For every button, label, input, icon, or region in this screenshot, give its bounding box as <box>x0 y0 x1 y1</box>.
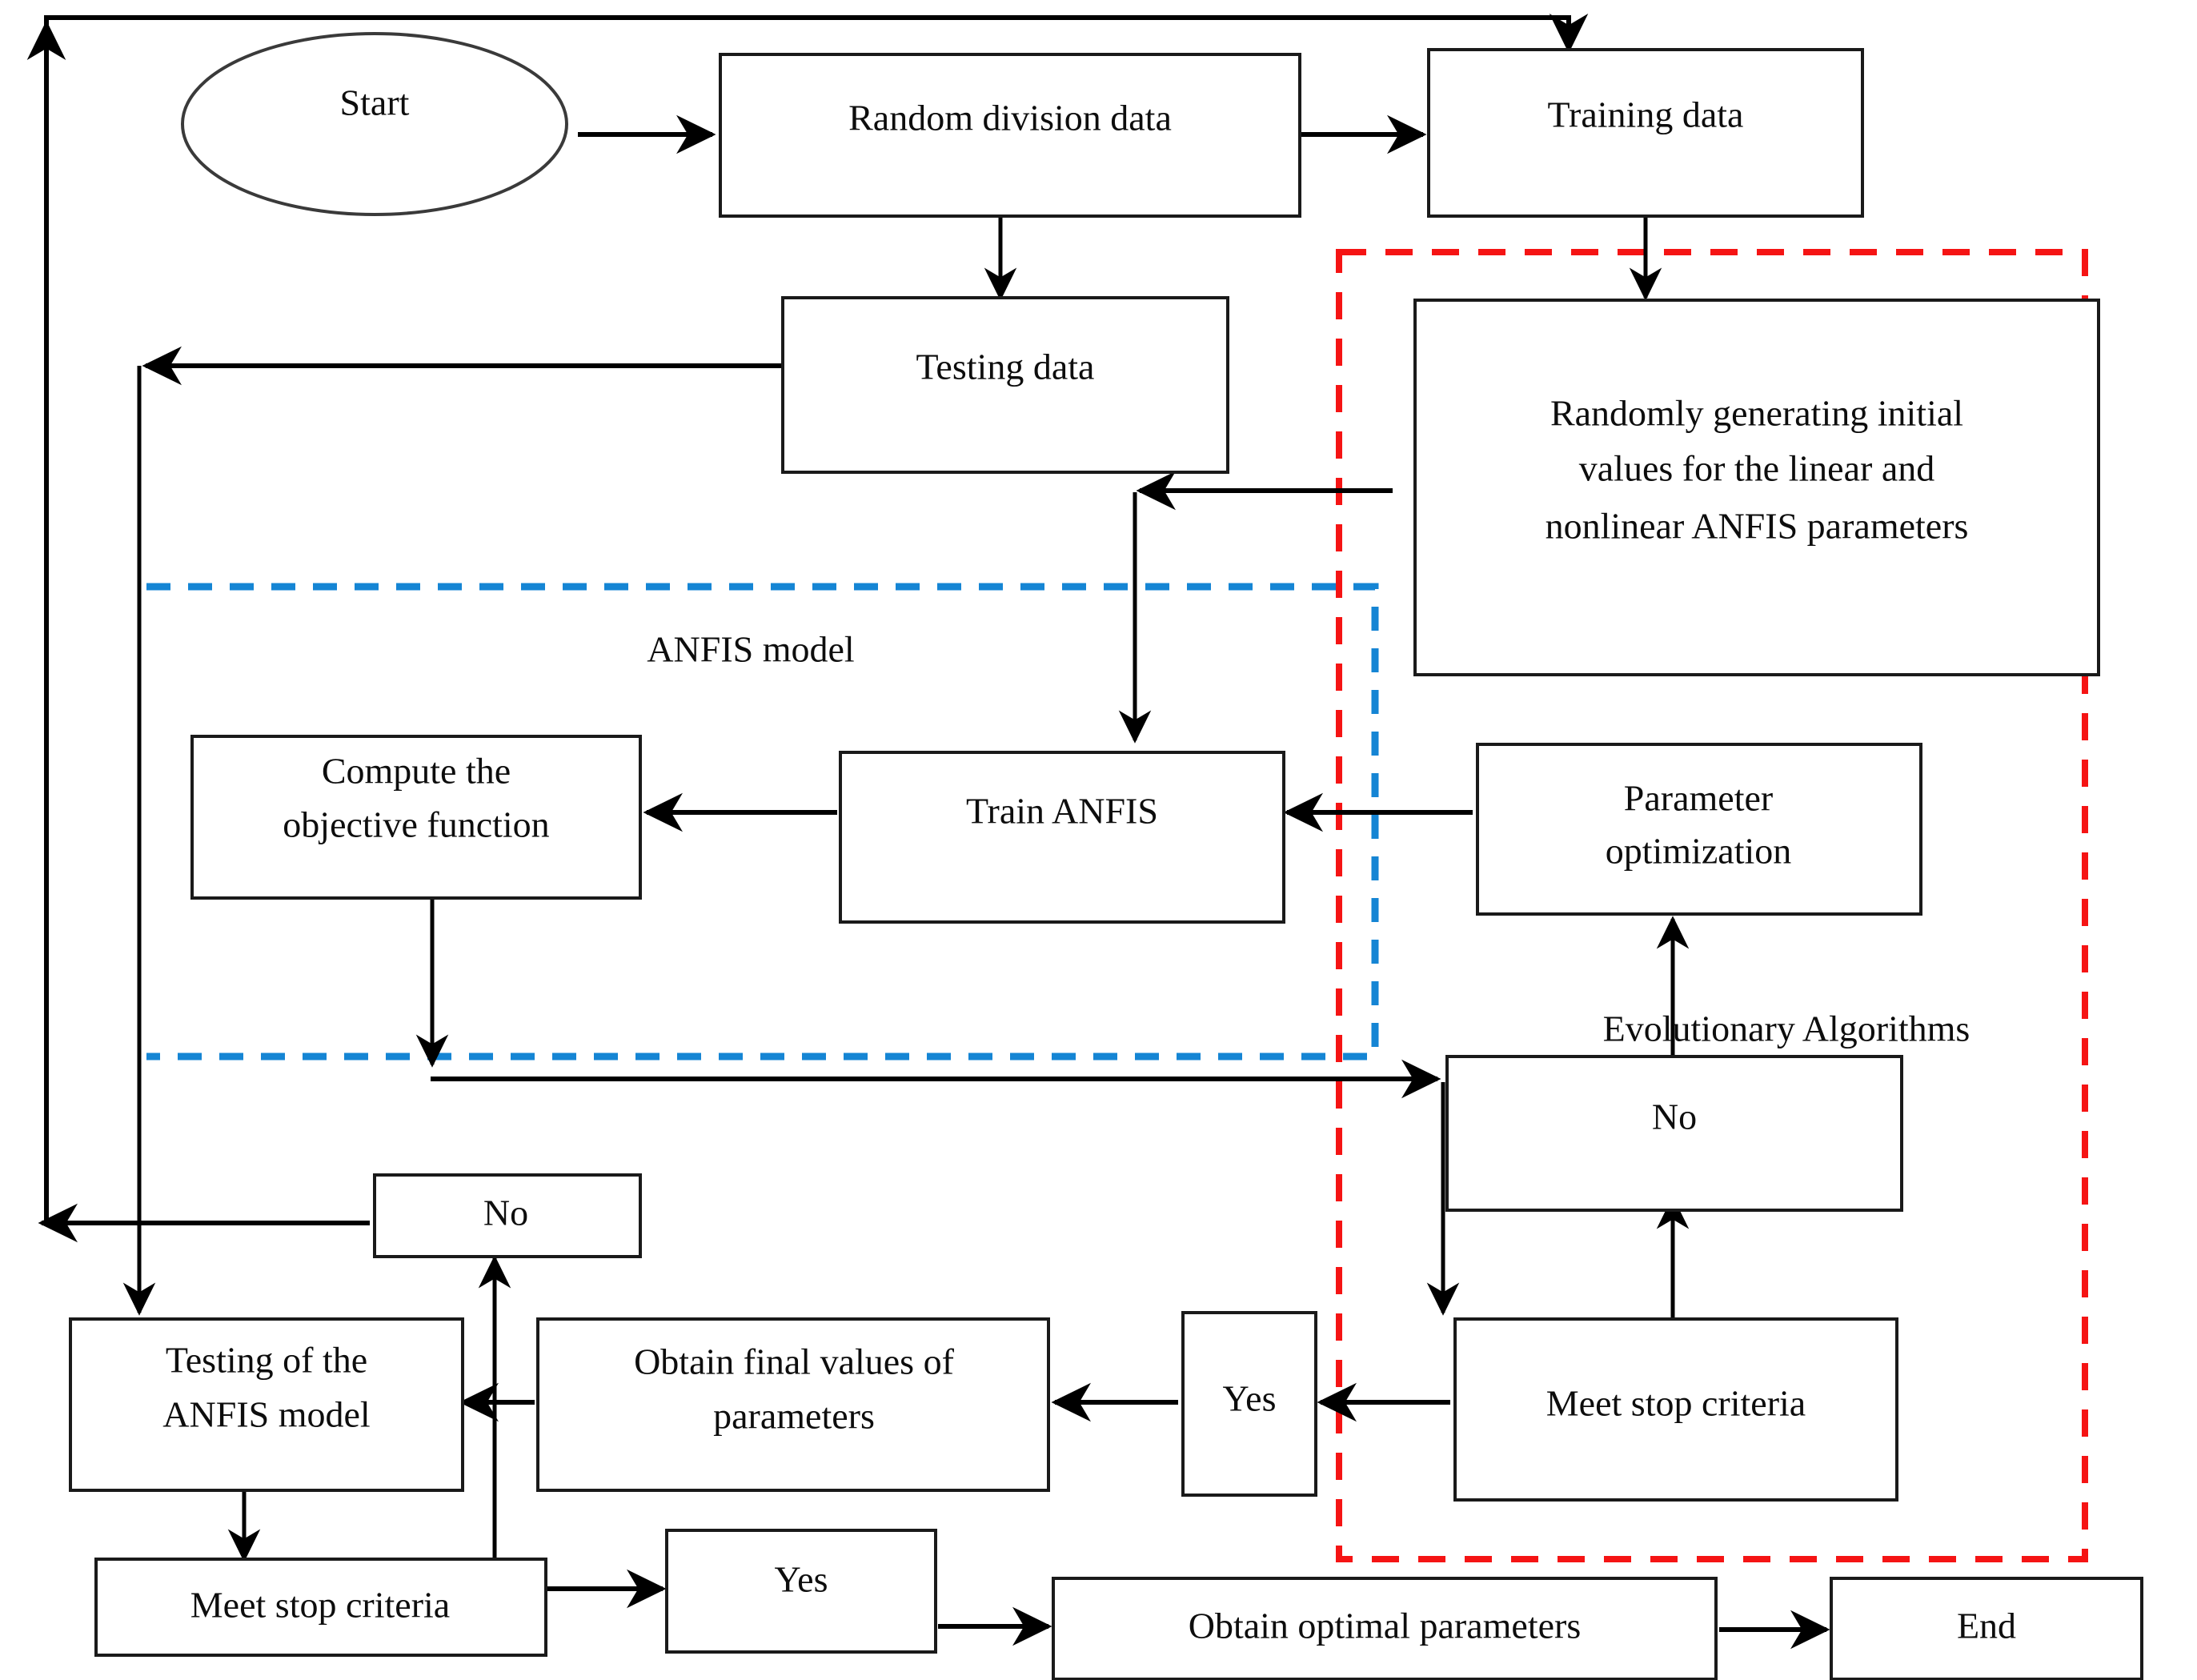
evolutionary-algorithms-region <box>1336 249 2088 1562</box>
node-random-init-label-line2: values for the linear and <box>1579 448 1934 489</box>
region-label-evolutionary-algorithms: Evolutionary Algorithms <box>1603 1008 1970 1049</box>
node-no-left[interactable] <box>373 1173 642 1258</box>
node-no-right-label: No <box>1652 1097 1697 1137</box>
node-train-anfis[interactable] <box>839 751 1285 924</box>
node-testing-anfis-model-label-line2: ANFIS model <box>162 1394 370 1435</box>
node-train-anfis-label: Train ANFIS <box>966 791 1158 832</box>
node-yes-bottom[interactable] <box>665 1529 937 1654</box>
node-no-right[interactable] <box>1445 1055 1903 1212</box>
node-no-left-label: No <box>483 1193 528 1233</box>
node-obtain-final-values-label-line1: Obtain final values of <box>634 1341 955 1382</box>
node-training-data[interactable] <box>1427 48 1864 218</box>
node-yes-right[interactable] <box>1181 1311 1317 1497</box>
region-label-anfis-model: ANFIS model <box>647 629 854 670</box>
node-yes-right-label: Yes <box>1223 1378 1277 1419</box>
node-compute-objective-label-line1: Compute the <box>322 751 511 792</box>
node-random-init-label-line3: nonlinear ANFIS parameters <box>1546 506 1969 547</box>
node-testing-anfis-model[interactable] <box>69 1317 464 1492</box>
node-start-label: Start <box>340 82 410 123</box>
node-obtain-optimal-parameters-label: Obtain optimal parameters <box>1189 1606 1582 1646</box>
node-yes-bottom-label: Yes <box>775 1559 828 1600</box>
node-testing-anfis-model-label-line1: Testing of the <box>166 1340 367 1381</box>
node-compute-objective-label-line2: objective function <box>283 804 549 845</box>
node-end-label: End <box>1957 1606 2016 1646</box>
node-meet-stop-criteria-right-label: Meet stop criteria <box>1546 1383 1806 1424</box>
node-param-optimization-label-line1: Parameter <box>1624 778 1773 819</box>
node-end[interactable] <box>1830 1577 2143 1680</box>
node-testing-data[interactable] <box>781 296 1229 474</box>
node-start[interactable] <box>181 32 568 216</box>
node-meet-stop-criteria-right[interactable] <box>1453 1317 1898 1502</box>
node-param-optimization[interactable] <box>1476 743 1922 916</box>
node-random-division-data[interactable] <box>719 53 1301 218</box>
node-training-data-label: Training data <box>1548 94 1744 135</box>
node-obtain-final-values-label-line2: parameters <box>713 1396 875 1437</box>
node-meet-stop-criteria-left[interactable] <box>94 1558 547 1657</box>
anfis-model-region <box>146 583 1379 1061</box>
node-obtain-final-values[interactable] <box>536 1317 1050 1492</box>
edge-loop-to-training-data <box>44 14 1589 1223</box>
node-obtain-optimal-parameters[interactable] <box>1052 1577 1718 1680</box>
node-compute-objective[interactable] <box>190 735 642 900</box>
node-random-init-label-line1: Randomly generating initial <box>1550 393 1963 434</box>
node-random-division-data-label: Random division data <box>848 98 1172 138</box>
node-testing-data-label: Testing data <box>916 347 1095 387</box>
node-random-init[interactable] <box>1413 299 2100 676</box>
node-meet-stop-criteria-left-label: Meet stop criteria <box>190 1585 450 1626</box>
node-param-optimization-label-line2: optimization <box>1606 831 1792 872</box>
